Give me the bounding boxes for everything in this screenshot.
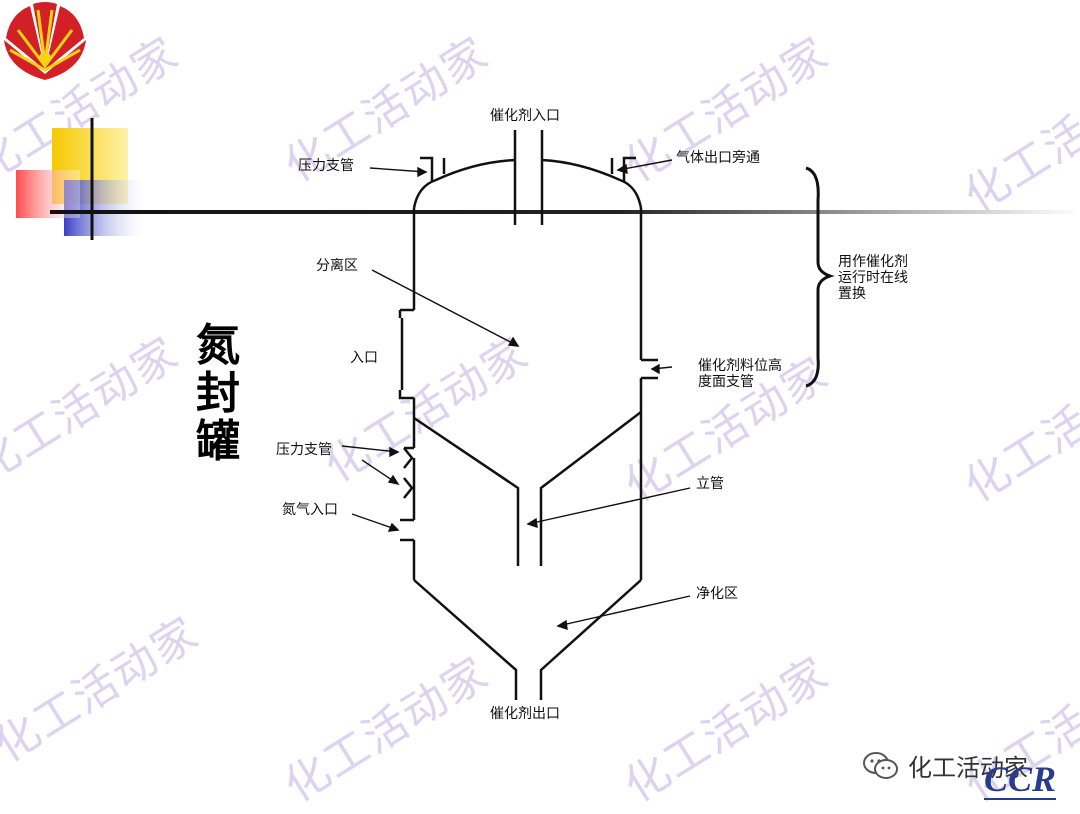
level-branch-label: 催化剂料位高度面支管 (698, 358, 782, 390)
gas-outlet-bypass-label: 气体出口旁通 (676, 150, 760, 166)
title-rule (50, 210, 1080, 214)
pressure-branch-mid-label: 压力支管 (276, 442, 332, 458)
online-replacement-label: 用作催化剂运行时在线置换 (838, 254, 908, 302)
pressure-branch-top-label: 压力支管 (298, 158, 354, 174)
catalyst-outlet-label: 催化剂出口 (490, 706, 560, 722)
purification-zone-label: 净化区 (696, 586, 738, 602)
separation-zone-label: 分离区 (316, 258, 358, 274)
catalyst-inlet-label: 催化剂入口 (490, 108, 560, 124)
wechat-account: 化工活动家 (862, 748, 1028, 783)
inlet-label: 入口 (350, 350, 378, 366)
side-title: 氮封罐 (196, 320, 240, 467)
standpipe-label: 立管 (696, 476, 724, 492)
nitrogen-inlet-label: 氮气入口 (282, 502, 338, 518)
leader-arrows (341, 159, 691, 631)
wechat-account-name: 化工活动家 (908, 754, 1028, 782)
wechat-icon (863, 751, 898, 779)
decorative-squares (16, 118, 144, 240)
company-logo (4, 2, 86, 80)
brace (805, 166, 835, 388)
vessel-outline (398, 130, 658, 700)
brand-mark: CCR (984, 759, 1057, 800)
